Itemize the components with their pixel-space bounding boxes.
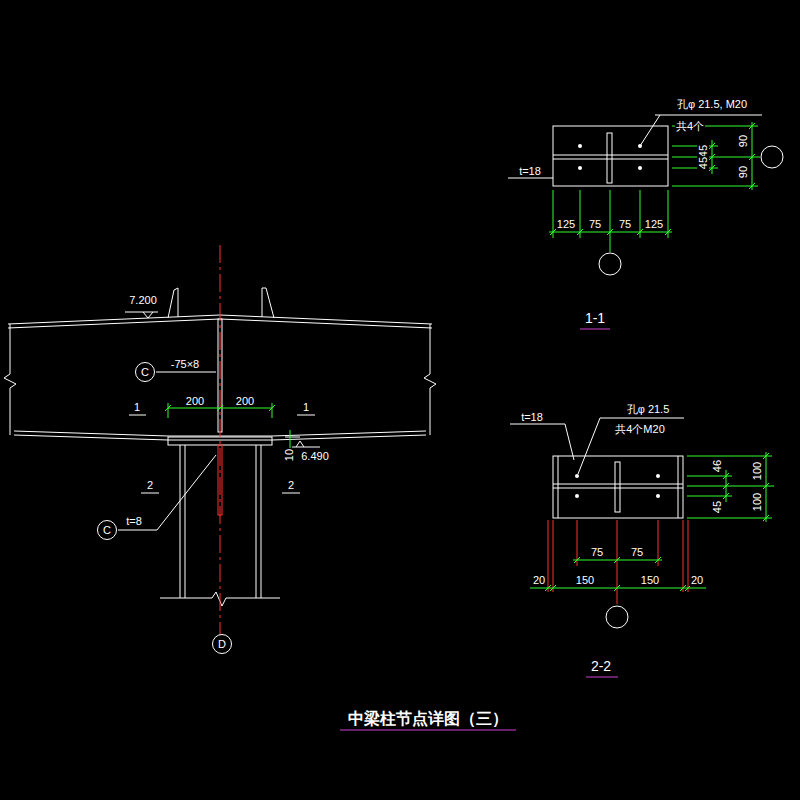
- dimension: 75: [630, 546, 644, 558]
- dimension: 10: [283, 448, 295, 462]
- dimension: 20: [532, 574, 546, 586]
- dimension: 75: [588, 218, 602, 230]
- elevation: 6.490: [300, 450, 330, 462]
- dimension: 125: [644, 218, 664, 230]
- dimension: 90: [737, 165, 749, 179]
- section-title: 1-1: [584, 311, 606, 326]
- dimension: 100: [751, 492, 763, 512]
- dimension: 200: [185, 395, 205, 407]
- axis-circle: D: [212, 634, 232, 654]
- axis-circle: C: [97, 520, 117, 540]
- dimension: 45: [697, 156, 709, 170]
- dimension: 75: [590, 546, 604, 558]
- drawing-title: 中梁柱节点详图（三）: [348, 709, 508, 730]
- section-mark: 2: [287, 479, 295, 491]
- dimension: t=18: [520, 411, 544, 423]
- dimension: 100: [751, 461, 763, 481]
- dimension: 150: [640, 574, 660, 586]
- axis-letter: C: [141, 366, 149, 378]
- dimension: 20: [690, 574, 704, 586]
- dimension: 200: [235, 395, 255, 407]
- dimension: 125: [556, 218, 576, 230]
- part-label: t=8: [125, 515, 143, 527]
- dimension: 150: [575, 574, 595, 586]
- section-title: 2-2: [590, 659, 612, 674]
- dimension: 共4个: [675, 120, 705, 132]
- axis-circle: C: [135, 362, 155, 382]
- dimension: 75: [618, 218, 632, 230]
- section-mark: 2: [146, 479, 154, 491]
- axis-letter: C: [103, 524, 111, 536]
- dimension: 孔φ 21.5, M20: [676, 98, 748, 110]
- section-mark: 1: [302, 401, 310, 413]
- dimension: 46: [711, 459, 723, 473]
- section-mark: 1: [133, 401, 141, 413]
- dimension: 孔φ 21.5: [626, 403, 671, 415]
- axis-letter: D: [218, 638, 226, 650]
- elevation: 7.200: [128, 294, 158, 306]
- part-label: -75×8: [170, 358, 200, 370]
- dimension: 共4个M20: [614, 423, 666, 435]
- dimension: t=18: [518, 165, 542, 177]
- dimension: 90: [737, 134, 749, 148]
- dimension: 45: [711, 500, 723, 514]
